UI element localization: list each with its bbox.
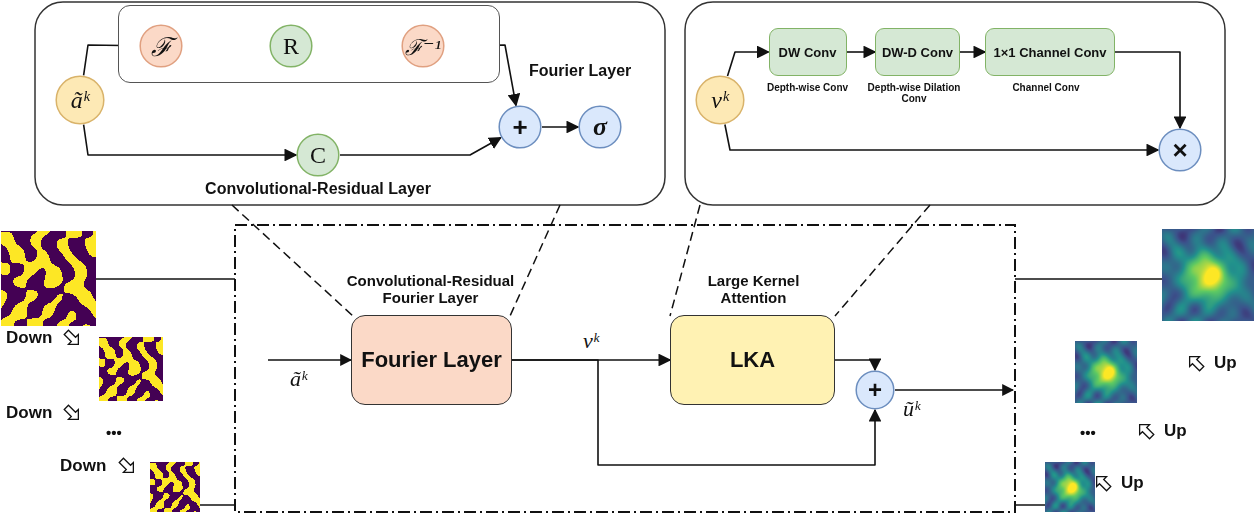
scale-label: Up <box>1164 421 1187 441</box>
panels <box>35 2 1225 205</box>
node-text: ℱ⁻¹ <box>401 31 445 61</box>
sum-circle: + <box>855 370 895 410</box>
attention-box: Large Kernel AttentionLKA <box>670 315 835 405</box>
block-heading: Large Kernel Attention <box>684 272 824 306</box>
connector <box>835 360 875 370</box>
input-field-image <box>150 462 200 512</box>
product-circle: × <box>1158 128 1202 172</box>
weight-circle: R <box>269 24 313 68</box>
connector <box>847 51 876 53</box>
input-circle: vᵏ <box>695 75 745 125</box>
fourier-layer-box: Convolutional-Residual Fourier LayerFour… <box>351 315 512 405</box>
connector <box>340 138 501 155</box>
scale-label: Down <box>60 456 106 476</box>
input-field-image <box>1 231 96 326</box>
box-caption: Depth-wise Conv <box>753 82 863 93</box>
group-title: Fourier Layer <box>529 62 649 80</box>
dashdot-frame <box>235 225 1015 512</box>
process-box: 1×1 Channel ConvChannel Conv <box>985 28 1115 76</box>
process-box: DW-D ConvDepth-wise Dilation Conv <box>875 28 960 76</box>
conv-circle: CConvolutional-Residual Layer <box>296 133 340 177</box>
signal-name: ãᵏ <box>290 366 307 392</box>
scale-label: Down <box>6 403 52 423</box>
process-box: DW ConvDepth-wise Conv <box>769 28 847 76</box>
connector <box>84 125 296 155</box>
scale-label: Up <box>1121 473 1144 493</box>
connector <box>728 52 769 76</box>
sum-circle: + <box>498 105 542 149</box>
fourier-group-box: Fourier LayerℱRℱ⁻¹ <box>118 5 500 83</box>
node-text: ãᵏ <box>67 87 94 114</box>
node-text: + <box>508 112 531 143</box>
hollow-arrows <box>61 327 1206 493</box>
node-text: LKA <box>726 347 779 373</box>
connector <box>542 126 578 128</box>
ellipsis: ••• <box>1080 424 1096 441</box>
output-field-image <box>1045 462 1095 512</box>
connector <box>1115 52 1180 128</box>
ifft-circle: ℱ⁻¹ <box>401 24 445 68</box>
node-text: × <box>1168 135 1191 166</box>
node-text: R <box>279 33 303 60</box>
node-text: vᵏ <box>707 87 732 114</box>
node-text: + <box>864 376 886 404</box>
signal-name: ũᵏ <box>903 396 920 422</box>
input-circle: ãᵏ <box>55 75 105 125</box>
layer-caption: Convolutional-Residual Layer <box>188 180 448 198</box>
output-field-image <box>1075 341 1137 403</box>
node-text: DW-D Conv <box>878 45 957 60</box>
node-text: C <box>306 142 330 169</box>
zoom-lines <box>232 205 930 316</box>
io-lines <box>96 279 1163 505</box>
node-text: 1×1 Channel Conv <box>989 45 1110 60</box>
ellipsis: ••• <box>106 424 122 441</box>
edge-label: vᵏ <box>581 328 601 354</box>
scale-label: Up <box>1214 353 1237 373</box>
box-caption: Channel Conv <box>991 82 1101 93</box>
node-text: DW Conv <box>775 45 841 60</box>
connector <box>960 51 985 53</box>
box-caption: Depth-wise Dilation Conv <box>859 82 969 104</box>
connector <box>725 125 1158 151</box>
input-field-image <box>99 337 163 401</box>
activation-circle: σ <box>578 105 622 149</box>
node-text: σ <box>589 112 611 142</box>
fft-circle: ℱ <box>139 24 183 68</box>
output-field-image <box>1162 229 1254 321</box>
node-text: Fourier Layer <box>357 347 506 373</box>
node-text: ℱ <box>147 28 176 64</box>
scale-label: Down <box>6 328 52 348</box>
block-heading: Convolutional-Residual Fourier Layer <box>336 272 526 306</box>
